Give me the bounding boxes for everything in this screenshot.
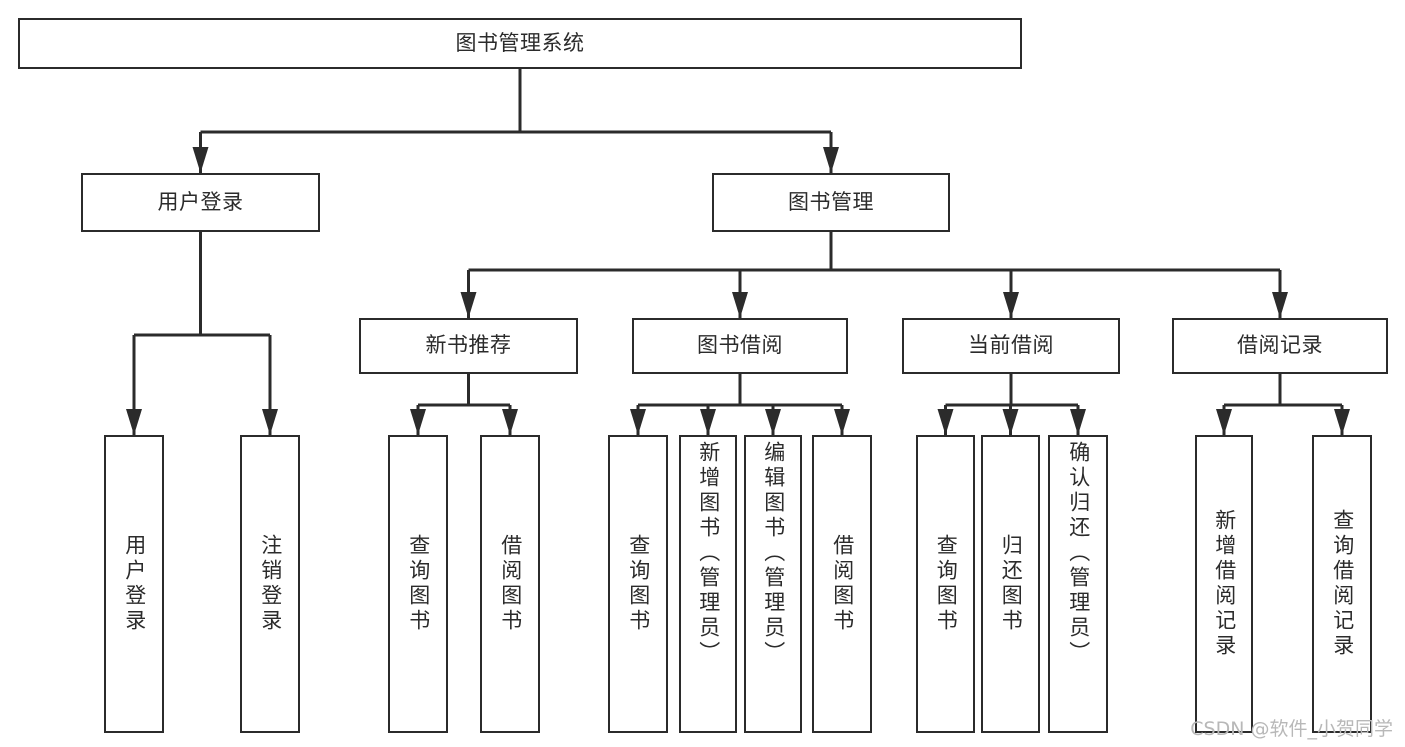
- node-current-borrow[interactable]: 当前借阅: [902, 318, 1120, 374]
- node-root[interactable]: 图书管理系统: [18, 18, 1022, 69]
- node-leaf-query-book-2[interactable]: 查询图书: [608, 435, 668, 733]
- arrowhead-icon: [732, 292, 748, 318]
- node-leaf-query-book-1[interactable]: 查询图书: [388, 435, 448, 733]
- arrowhead-icon: [1002, 409, 1019, 435]
- arrowhead-icon: [410, 409, 426, 435]
- node-label-leaf-query-book-3: 查询图书: [934, 534, 959, 634]
- node-label-new-book-rec: 新书推荐: [425, 333, 512, 358]
- node-label-leaf-add-book: 新增图书（管理员）: [696, 441, 721, 666]
- node-label-leaf-borrow-book-2: 借阅图书: [830, 534, 855, 634]
- node-label-borrow-record: 借阅记录: [1237, 333, 1323, 358]
- node-leaf-confirm-return[interactable]: 确认归还（管理员）: [1048, 435, 1108, 733]
- arrowhead-icon: [765, 409, 781, 435]
- node-leaf-borrow-book-2[interactable]: 借阅图书: [812, 435, 872, 733]
- arrowhead-icon: [460, 292, 477, 318]
- node-leaf-edit-book[interactable]: 编辑图书（管理员）: [744, 435, 802, 733]
- arrowhead-icon: [502, 409, 518, 435]
- node-label-root: 图书管理系统: [455, 30, 585, 55]
- arrowhead-icon: [1334, 409, 1350, 435]
- node-leaf-logout[interactable]: 注销登录: [240, 435, 300, 733]
- arrowhead-icon: [1272, 292, 1288, 318]
- node-label-leaf-add-record: 新增借阅记录: [1212, 509, 1237, 659]
- arrowhead-icon: [126, 409, 142, 435]
- node-label-leaf-user-login: 用户登录: [122, 534, 147, 634]
- node-book-borrow[interactable]: 图书借阅: [632, 318, 848, 374]
- node-leaf-add-book[interactable]: 新增图书（管理员）: [679, 435, 737, 733]
- arrowhead-icon: [823, 147, 839, 173]
- node-label-leaf-edit-book: 编辑图书（管理员）: [761, 441, 786, 666]
- node-book-manage[interactable]: 图书管理: [712, 173, 950, 232]
- node-label-user-login: 用户登录: [157, 189, 244, 214]
- arrowhead-icon: [1003, 292, 1019, 318]
- arrowhead-icon: [262, 409, 278, 435]
- arrowhead-icon: [630, 409, 646, 435]
- node-leaf-borrow-book-1[interactable]: 借阅图书: [480, 435, 540, 733]
- node-label-leaf-borrow-book-1: 借阅图书: [498, 534, 523, 634]
- node-label-leaf-query-book-2: 查询图书: [626, 534, 651, 634]
- node-leaf-query-book-3[interactable]: 查询图书: [916, 435, 975, 733]
- watermark-label: CSDN @软件_小贺同学: [1190, 718, 1393, 740]
- node-label-book-borrow: 图书借阅: [697, 333, 783, 358]
- node-label-leaf-logout: 注销登录: [258, 534, 283, 634]
- node-label-leaf-confirm-return: 确认归还（管理员）: [1066, 441, 1091, 666]
- arrowhead-icon: [700, 409, 716, 435]
- arrowhead-icon: [834, 409, 850, 435]
- node-new-book-rec[interactable]: 新书推荐: [359, 318, 578, 374]
- node-user-login[interactable]: 用户登录: [81, 173, 320, 232]
- node-label-leaf-return-book: 归还图书: [999, 534, 1024, 634]
- node-label-leaf-query-record: 查询借阅记录: [1330, 509, 1355, 659]
- node-label-book-manage: 图书管理: [788, 189, 874, 214]
- node-leaf-add-record[interactable]: 新增借阅记录: [1195, 435, 1253, 733]
- arrowhead-icon: [1216, 409, 1232, 435]
- arrowhead-icon: [937, 409, 954, 435]
- arrowhead-icon: [192, 147, 209, 173]
- node-label-current-borrow: 当前借阅: [968, 333, 1054, 358]
- node-borrow-record[interactable]: 借阅记录: [1172, 318, 1388, 374]
- arrowhead-icon: [1070, 409, 1086, 435]
- node-leaf-return-book[interactable]: 归还图书: [981, 435, 1040, 733]
- node-leaf-user-login[interactable]: 用户登录: [104, 435, 164, 733]
- node-leaf-query-record[interactable]: 查询借阅记录: [1312, 435, 1372, 733]
- node-label-leaf-query-book-1: 查询图书: [406, 534, 431, 634]
